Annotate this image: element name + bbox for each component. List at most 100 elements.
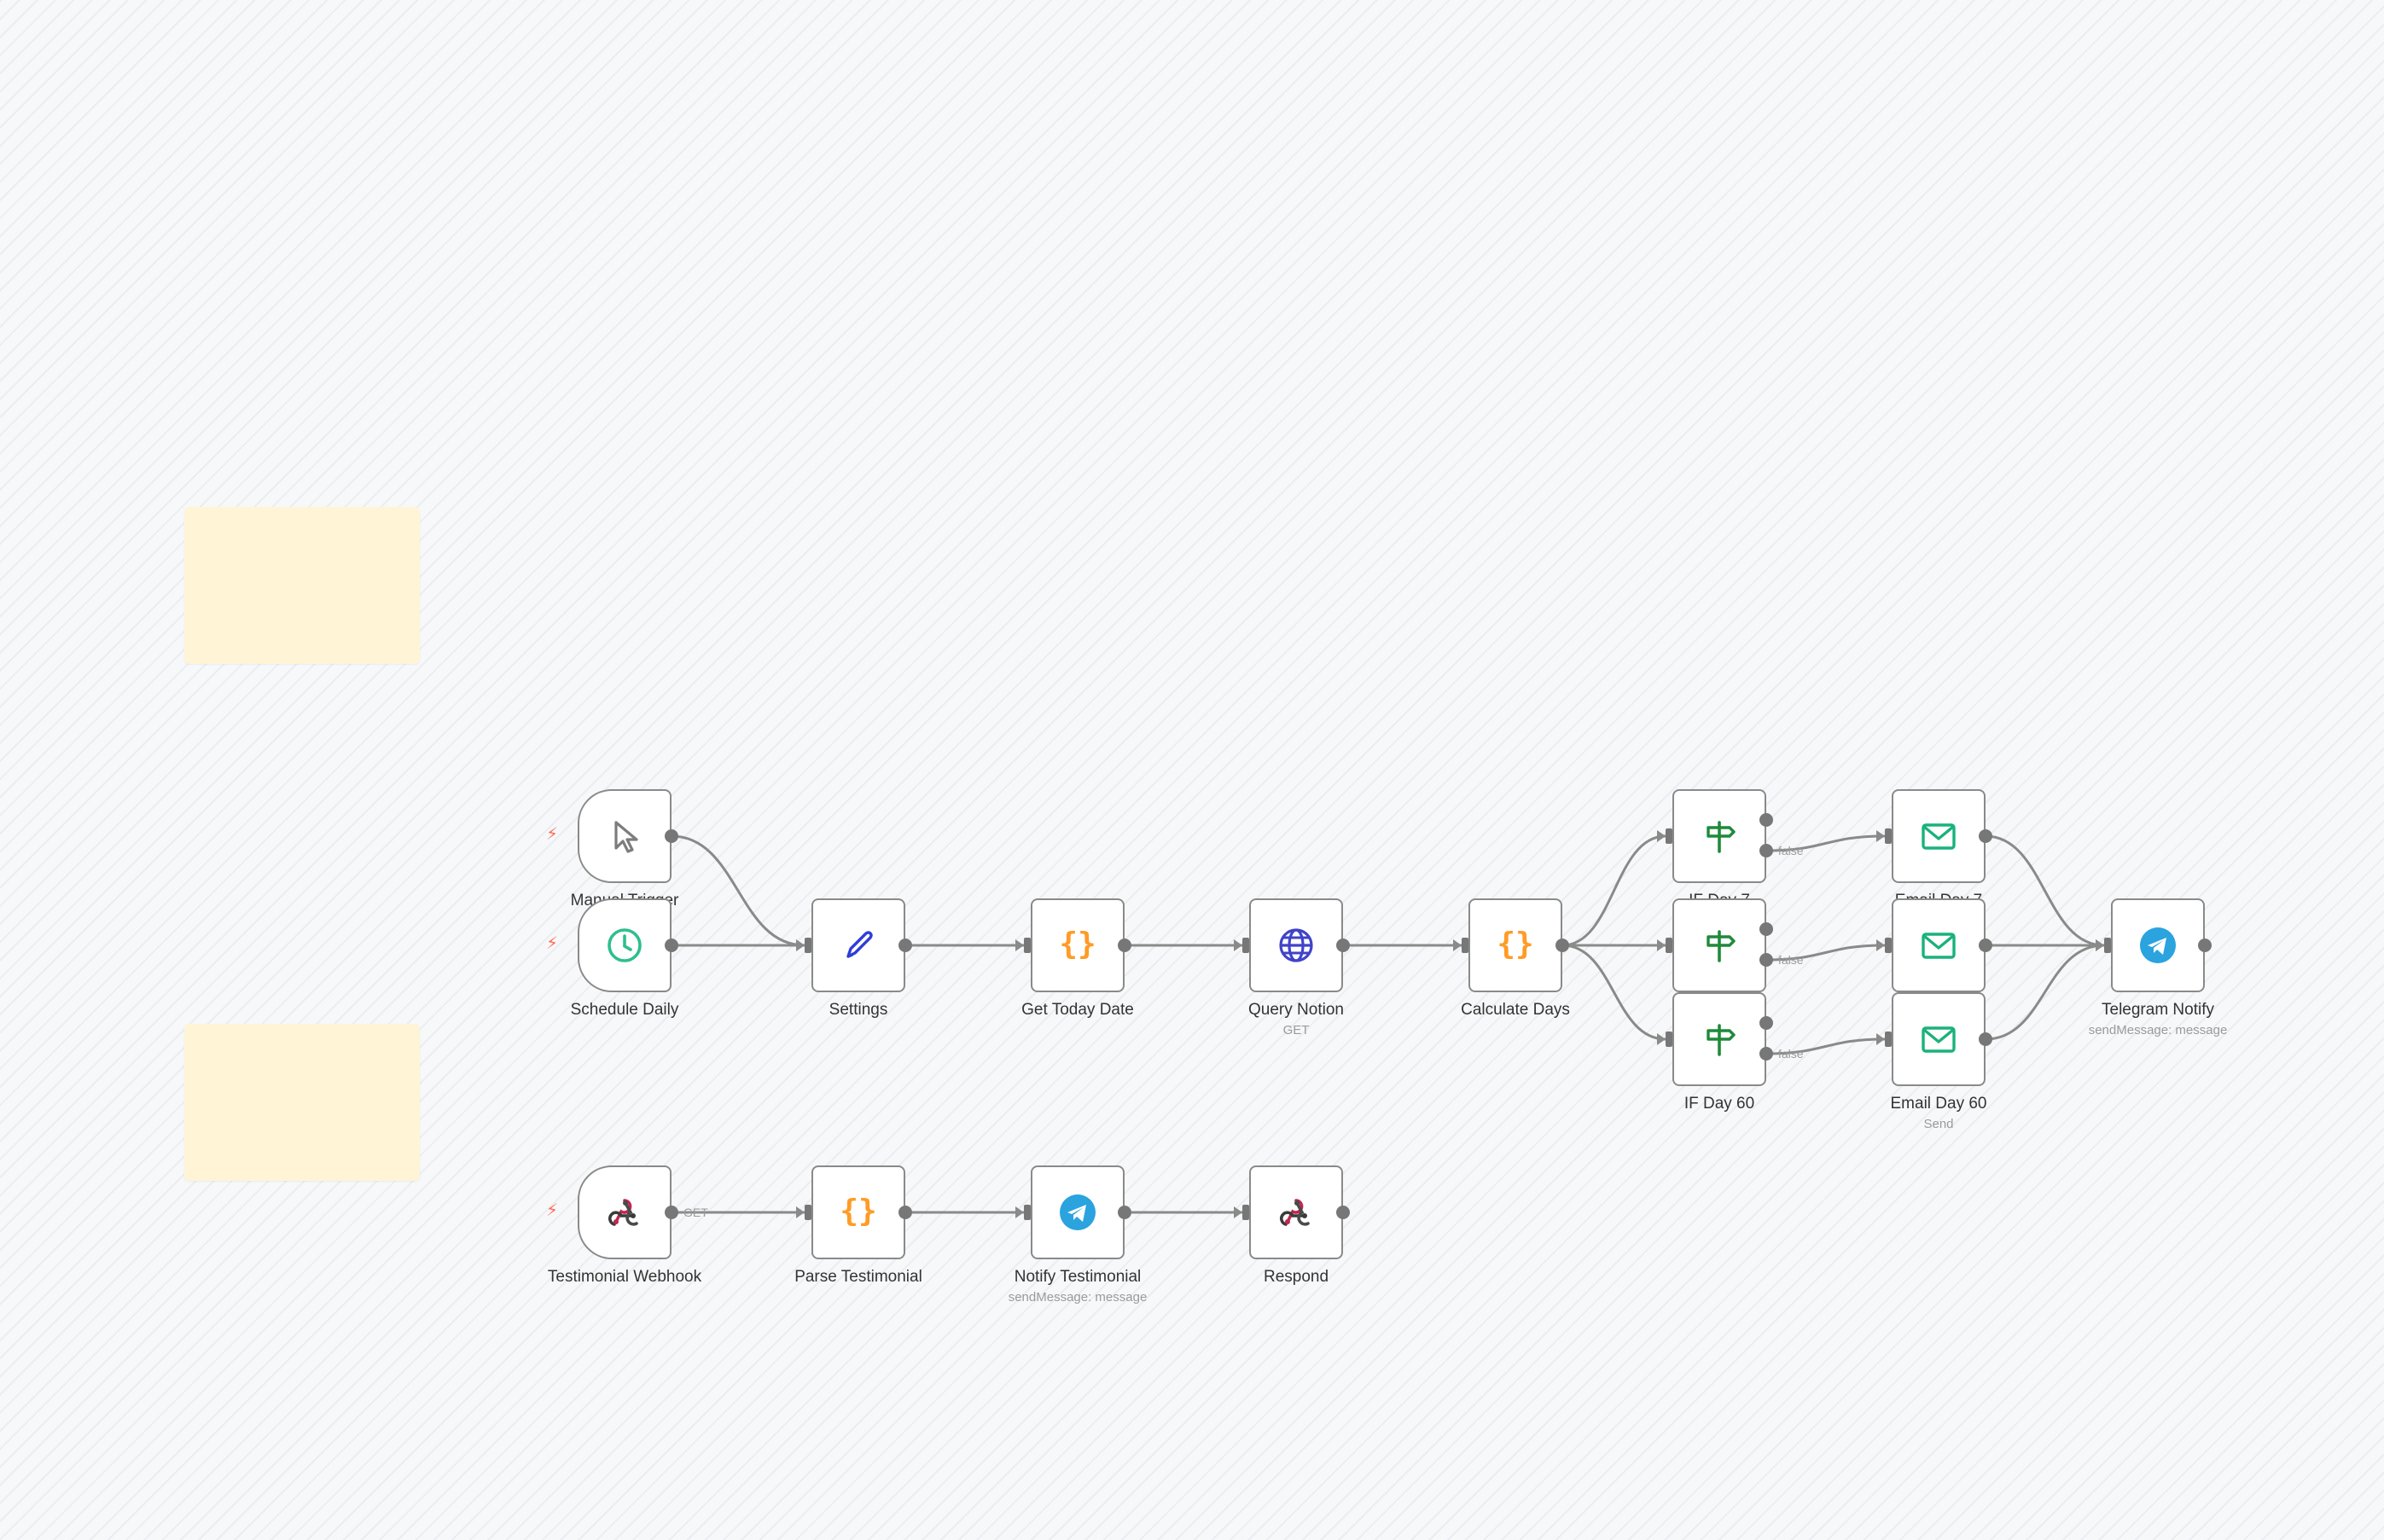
sticky-note-1[interactable] (184, 507, 420, 664)
node-label: IF Day 60 (1683, 1095, 1755, 1113)
connection-arrowhead (1876, 830, 1885, 842)
input-port[interactable] (1462, 938, 1468, 953)
input-port[interactable] (1666, 1032, 1672, 1047)
input-port[interactable] (1666, 938, 1672, 953)
connection-arrowhead (1876, 939, 1885, 951)
svg-text:{}: {} (840, 1194, 876, 1229)
output-port[interactable] (1118, 1206, 1131, 1219)
input-port[interactable] (1885, 1032, 1892, 1047)
node-schedule[interactable] (578, 898, 672, 992)
output-port[interactable] (1759, 1047, 1773, 1061)
connection-arrowhead (1234, 1206, 1242, 1218)
connection-arrowhead (796, 1206, 805, 1218)
connection-label: false (1778, 844, 1804, 857)
output-port[interactable] (898, 1206, 912, 1219)
connection-calc-if60[interactable] (1561, 944, 1666, 1041)
node-today[interactable]: {} (1031, 898, 1125, 992)
node-label: Parse Testimonial (794, 1268, 922, 1286)
connection-arrowhead (1234, 939, 1242, 951)
connection-manual-settings[interactable] (671, 834, 805, 947)
node-email60[interactable] (1892, 992, 1986, 1086)
input-port[interactable] (2104, 938, 2111, 953)
input-port[interactable] (1885, 938, 1892, 953)
node-email7[interactable] (1892, 789, 1986, 883)
input-port[interactable] (805, 938, 811, 953)
node-if7[interactable] (1672, 789, 1766, 883)
input-port[interactable] (805, 1205, 811, 1220)
output-port[interactable] (665, 829, 678, 843)
connection-calc-if7[interactable] (1561, 834, 1666, 947)
node-if60[interactable] (1672, 992, 1766, 1086)
node-if30[interactable] (1672, 898, 1766, 992)
envelope-icon (1922, 823, 1956, 850)
input-port[interactable] (1242, 938, 1249, 953)
output-port[interactable] (665, 939, 678, 952)
input-port[interactable] (1024, 938, 1031, 953)
connection-arrowhead (2096, 939, 2104, 951)
node-label: Telegram Notify (2102, 1001, 2214, 1019)
connection-arrowhead (1657, 939, 1666, 951)
output-port[interactable] (1759, 922, 1773, 936)
output-port[interactable] (898, 939, 912, 952)
output-port[interactable] (665, 1206, 678, 1219)
node-label: Query Notion (1248, 1001, 1344, 1019)
code-braces-icon: {} (1059, 927, 1096, 962)
node-manual[interactable] (578, 789, 672, 883)
pen-icon (846, 931, 873, 958)
node-label: Respond (1263, 1268, 1329, 1286)
connection-if30-email30[interactable] (1765, 944, 1886, 962)
connection-arrowhead (1876, 1033, 1885, 1045)
output-port[interactable] (1759, 844, 1773, 857)
node-notifyT[interactable] (1031, 1165, 1125, 1259)
trigger-bolt-icon: ⚡ (546, 934, 559, 953)
output-port[interactable] (1759, 953, 1773, 967)
webhook-icon (608, 1199, 638, 1226)
output-port[interactable] (2198, 939, 2212, 952)
node-respond[interactable] (1249, 1165, 1343, 1259)
connection-email7-telegram[interactable] (1985, 834, 2105, 947)
node-subtitle: Send (1923, 1117, 1954, 1131)
connection-label: false (1778, 953, 1804, 967)
node-telegram[interactable] (2111, 898, 2205, 992)
node-email30[interactable] (1892, 898, 1986, 992)
output-port[interactable] (1979, 829, 1992, 843)
globe-icon (1279, 928, 1313, 962)
input-port[interactable] (1024, 1205, 1031, 1220)
input-port[interactable] (1242, 1205, 1249, 1220)
node-webhook[interactable] (578, 1165, 672, 1259)
output-port[interactable] (1118, 939, 1131, 952)
sticky-note-2[interactable] (184, 1024, 420, 1181)
node-settings[interactable] (811, 898, 905, 992)
connection-label: GET (683, 1206, 708, 1219)
output-port[interactable] (1979, 939, 1992, 952)
input-port[interactable] (1885, 828, 1892, 844)
node-parse[interactable]: {} (811, 1165, 905, 1259)
node-label: Get Today Date (1021, 1001, 1134, 1019)
code-braces-icon: {} (840, 1194, 876, 1229)
node-subtitle: GET (1282, 1023, 1310, 1037)
signpost-icon (1707, 1024, 1736, 1056)
output-port[interactable] (1555, 939, 1569, 952)
input-port[interactable] (1666, 828, 1672, 844)
node-label: Settings (829, 1001, 888, 1019)
connection-if7-email7[interactable] (1765, 834, 1886, 852)
node-notion[interactable] (1249, 898, 1343, 992)
output-port[interactable] (1759, 1016, 1773, 1030)
node-label: Email Day 60 (1890, 1095, 1987, 1113)
output-port[interactable] (1336, 939, 1350, 952)
node-subtitle: sendMessage: message (2088, 1023, 2228, 1037)
connection-email60-telegram[interactable] (1985, 944, 2105, 1041)
node-subtitle: sendMessage: message (1008, 1290, 1148, 1305)
trigger-bolt-icon: ⚡ (546, 1201, 559, 1220)
connection-arrowhead (1657, 830, 1666, 842)
connection-if60-email60[interactable] (1765, 1037, 1886, 1055)
code-braces-icon: {} (1497, 927, 1533, 962)
output-port[interactable] (1979, 1032, 1992, 1046)
svg-text:{}: {} (1497, 927, 1533, 962)
output-port[interactable] (1336, 1206, 1350, 1219)
node-calc[interactable]: {} (1468, 898, 1562, 992)
cursor-icon (614, 821, 638, 853)
output-port[interactable] (1759, 813, 1773, 827)
